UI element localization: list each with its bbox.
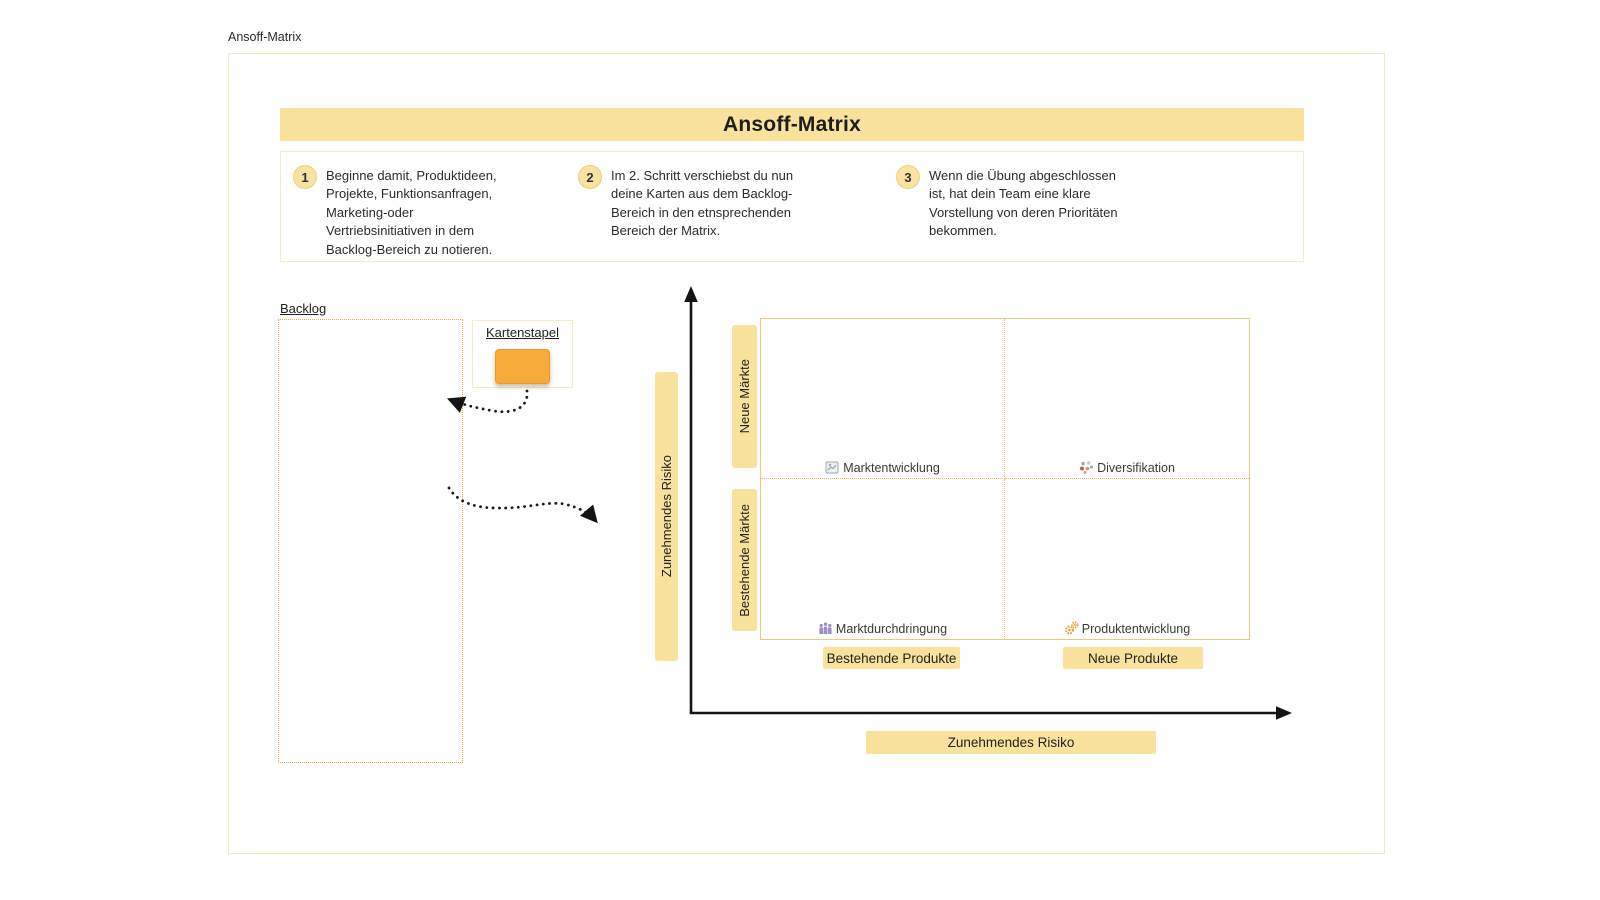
step-number-badge: 3 <box>896 165 920 189</box>
ansoff-matrix-grid: Marktentwicklung Diversifikation <box>760 318 1250 640</box>
quadrant-diversifikation[interactable]: Diversifikation <box>1005 319 1249 479</box>
col-label-bestehende-produkte: Bestehende Produkte <box>823 647 960 669</box>
backlog-area[interactable] <box>278 319 463 763</box>
step-text: Im 2. Schritt verschiebst du nun deine K… <box>611 168 794 239</box>
quadrant-label: Marktentwicklung <box>843 460 940 475</box>
quadrant-marktdurchdringung[interactable]: Marktdurchdringung <box>761 479 1005 639</box>
quadrant-label: Marktdurchdringung <box>835 621 948 636</box>
step-text: Beginne damit, Produktideen, Projekte, F… <box>326 168 497 257</box>
step-number-badge: 1 <box>293 165 317 189</box>
quadrant-produktentwicklung[interactable]: Produktentwicklung <box>1005 479 1249 639</box>
quadrant-label: Diversifikation <box>1097 460 1175 475</box>
card-stack-area <box>472 320 573 388</box>
dots-cluster-icon <box>1080 461 1094 474</box>
step-text: Wenn die Übung abgeschlossen ist, hat de… <box>929 168 1118 239</box>
x-axis-label: Zunehmendes Risiko <box>866 731 1156 754</box>
banner-title: Ansoff-Matrix <box>723 112 861 136</box>
quadrant-label: Produktentwicklung <box>1081 621 1191 636</box>
people-icon <box>819 622 832 634</box>
instruction-step-2: 2 Im 2. Schritt verschiebst du nun deine… <box>578 165 813 241</box>
sticky-card[interactable] <box>495 349 550 384</box>
backlog-label: Backlog <box>280 301 327 316</box>
frame-title: Ansoff-Matrix <box>228 30 302 44</box>
chart-trend-icon <box>825 461 839 474</box>
instruction-step-3: 3 Wenn die Übung abgeschlossen ist, hat … <box>896 165 1136 241</box>
instruction-step-1: 1 Beginne damit, Produktideen, Projekte,… <box>293 165 518 259</box>
col-label-neue-produkte: Neue Produkte <box>1063 647 1203 669</box>
instructions-box: 1 Beginne damit, Produktideen, Projekte,… <box>280 151 1304 262</box>
step-number-badge: 2 <box>578 165 602 189</box>
row-label-bestehende-maerkte: Bestehende Märkte <box>732 489 757 631</box>
y-axis-label: Zunehmendes Risiko <box>655 372 678 661</box>
card-stack-label: Kartenstapel <box>486 325 559 340</box>
quadrant-marktentwicklung[interactable]: Marktentwicklung <box>761 319 1005 479</box>
row-label-neue-maerkte: Neue Märkte <box>732 325 757 468</box>
title-banner: Ansoff-Matrix <box>280 108 1304 141</box>
gears-icon <box>1064 621 1079 635</box>
